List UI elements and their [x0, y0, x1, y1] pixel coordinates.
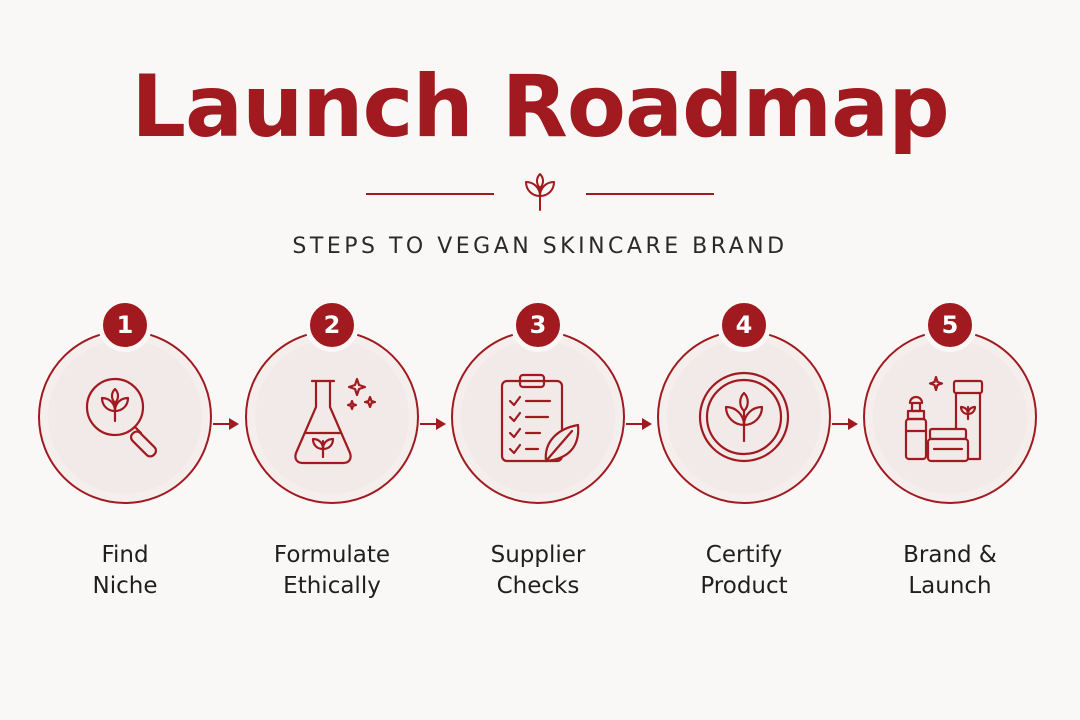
subtitle: STEPS TO VEGAN SKINCARE BRAND — [292, 234, 788, 259]
arrow-right-icon — [832, 418, 858, 430]
step-label-formulate-ethically: Formulate Ethically — [242, 540, 422, 602]
magnifier-leaf-icon — [85, 377, 158, 458]
step-certify-product: 4 — [654, 290, 834, 520]
step-label-find-niche: Find Niche — [35, 540, 215, 602]
step-label-line: Brand & — [903, 542, 997, 568]
step-number-badge: 1 — [98, 298, 152, 352]
step-number-badge: 4 — [717, 298, 771, 352]
step-label-line: Supplier — [490, 542, 586, 568]
step-label-line: Ethically — [283, 573, 381, 599]
step-find-niche: 1 — [35, 290, 215, 520]
skincare-products-icon — [904, 375, 984, 463]
flask-leaf-icon — [294, 377, 377, 465]
step-number-badge: 3 — [511, 298, 565, 352]
step-label-line: Find — [101, 542, 149, 568]
step-label-brand-launch: Brand & Launch — [860, 540, 1040, 602]
step-brand-launch: 5 — [860, 290, 1040, 520]
roadmap-flow: 1 2 3 — [0, 290, 1080, 540]
step-number-badge: 2 — [305, 298, 359, 352]
step-circle — [451, 330, 625, 504]
step-label-line: Formulate — [273, 542, 391, 568]
step-label-certify-product: Certify Product — [654, 540, 834, 602]
title-ornament — [366, 173, 714, 211]
arrow-right-icon — [420, 418, 446, 430]
step-supplier-checks: 3 — [448, 290, 628, 520]
page-title: Launch Roadmap — [131, 57, 950, 157]
clipboard-checklist-leaf-icon — [500, 373, 580, 463]
step-label-line: Checks — [496, 573, 580, 599]
step-label-line: Certify — [705, 542, 783, 568]
certified-leaf-seal-icon — [698, 371, 790, 463]
arrow-right-icon — [626, 418, 652, 430]
step-label-line: Niche — [92, 573, 158, 599]
step-number-badge: 5 — [923, 298, 977, 352]
step-formulate-ethically: 2 — [242, 290, 422, 520]
arrow-right-icon — [213, 418, 239, 430]
step-label-line: Product — [700, 573, 788, 599]
step-circle — [863, 330, 1037, 504]
step-label-line: Launch — [908, 573, 992, 599]
leaf-sprout-icon — [525, 173, 555, 211]
step-label-supplier-checks: Supplier Checks — [448, 540, 628, 602]
